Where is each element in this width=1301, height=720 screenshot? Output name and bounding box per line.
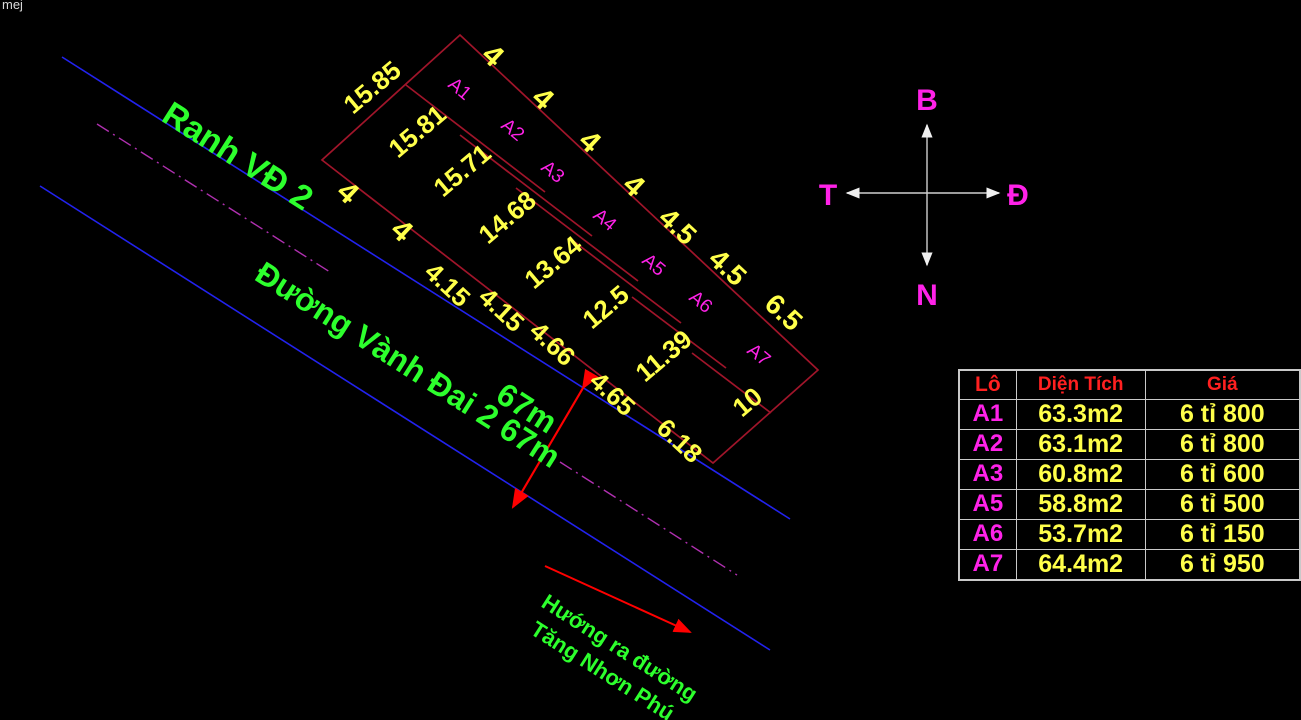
dim-top-a7: 6.5 (759, 288, 809, 337)
cell-price: 6 tỉ 500 (1144, 488, 1301, 520)
table-row: A6 53.7m2 6 tỉ 150 (958, 518, 1301, 550)
cell-lot: A2 (958, 428, 1017, 460)
cell-price: 6 tỉ 600 (1144, 458, 1301, 490)
road-width-arrow (511, 368, 599, 509)
label-ranh-vd2: Ranh VĐ 2 (156, 95, 320, 218)
cell-area: 53.7m2 (1015, 518, 1146, 550)
compass-label-north: B (916, 84, 938, 117)
dim-bottom-a3-left: 4.15 (419, 256, 476, 312)
window-corner-artifact: mej (2, 0, 23, 12)
table-row: A7 64.4m2 6 tỉ 950 (958, 548, 1301, 581)
dim-depth-a5-right: 12.5 (577, 279, 635, 335)
lot-label-A5: A5 (638, 250, 669, 281)
lot-block-outline (320, 33, 820, 465)
dim-depth-a1-left: 15.85 (338, 55, 407, 120)
lot-divider-a3-a4 (515, 187, 639, 282)
compass-rose: B N T Đ (819, 84, 1029, 312)
label-duong-vanh-dai-2: Đường Vành Đai 2 67m (249, 255, 567, 475)
cell-price: 6 tỉ 800 (1144, 398, 1301, 430)
lot-divider-a1-a2 (405, 84, 546, 193)
cell-area: 63.1m2 (1015, 428, 1146, 460)
header-lot: Lô (958, 369, 1017, 400)
dim-top-a5: 4.5 (653, 202, 703, 251)
lot-label-A6: A6 (685, 287, 716, 318)
table-row: A3 60.8m2 6 tỉ 600 (958, 458, 1301, 490)
header-price: Giá (1144, 369, 1301, 400)
cell-area: 60.8m2 (1015, 458, 1146, 490)
lot-label-A2: A2 (497, 115, 528, 146)
lot-label-A4: A4 (589, 205, 621, 236)
lot-label-A1: A1 (444, 74, 475, 105)
lot-divider-a6-a7 (691, 352, 772, 414)
table-row: A1 63.3m2 6 tỉ 800 (958, 398, 1301, 430)
header-area: Diện Tích (1015, 369, 1146, 400)
dim-depth-a3-right: 14.68 (473, 185, 542, 250)
compass-label-south: N (916, 279, 938, 312)
dim-bottom-a3-right: 4.15 (473, 281, 530, 337)
dimension-labels: 4 4 4 4 4.5 4.5 6.5 4 4 15.85 15.81 15.7… (330, 38, 808, 469)
road-width-arrow-line (511, 368, 599, 509)
cell-price: 6 tỉ 950 (1144, 548, 1301, 581)
lot-label-A3: A3 (537, 157, 568, 188)
table-row: A2 63.1m2 6 tỉ 800 (958, 428, 1301, 460)
dim-depth-a6-right: 11.39 (630, 324, 698, 388)
dim-top-a6: 4.5 (703, 243, 753, 292)
cell-lot: A7 (958, 548, 1017, 581)
dim-depth-a7-right: 10 (727, 381, 768, 423)
dim-depth-a4-right: 13.64 (519, 229, 589, 294)
dim-bottom-a5: 4.65 (584, 365, 641, 421)
direction-arrow-line (544, 565, 692, 633)
price-table-header-row: Lô Diện Tích Giá (958, 369, 1301, 400)
dim-top-a1: 4 (475, 38, 510, 74)
cell-lot: A6 (958, 518, 1017, 550)
lot-divider-a4-a5 (571, 239, 682, 324)
cell-lot: A5 (958, 488, 1017, 520)
price-table: Lô Diện Tích Giá A1 63.3m2 6 tỉ 800 A2 6… (958, 369, 1301, 581)
boundary-line-blue-upper (61, 56, 791, 520)
compass-label-west: T (819, 179, 837, 212)
centerline-dashdot-upper (96, 123, 331, 273)
dim-depth-a1-right: 15.81 (383, 99, 452, 164)
price-table-body: Lô Diện Tích Giá A1 63.3m2 6 tỉ 800 A2 6… (958, 369, 1301, 581)
lot-divider-a5-a6 (631, 296, 727, 369)
dim-top-a3: 4 (572, 124, 607, 160)
lot-label-A7: A7 (743, 340, 774, 371)
centerline-dashdot-lower (559, 461, 738, 576)
compass-label-east: Đ (1007, 179, 1029, 212)
boundary-line-blue-lower (39, 185, 771, 651)
direction-arrow (544, 565, 692, 633)
cell-area: 63.3m2 (1015, 398, 1146, 430)
cell-price: 6 tỉ 800 (1144, 428, 1301, 460)
lot-block (320, 33, 820, 465)
cell-lot: A3 (958, 458, 1017, 490)
lot-divider-a2-a3 (459, 134, 593, 237)
table-row: A5 58.8m2 6 tỉ 500 (958, 488, 1301, 520)
cell-area: 64.4m2 (1015, 548, 1146, 581)
cell-lot: A1 (958, 398, 1017, 430)
cell-area: 58.8m2 (1015, 488, 1146, 520)
cell-price: 6 tỉ 150 (1144, 518, 1301, 550)
dim-left-upper: 4 (330, 175, 365, 211)
